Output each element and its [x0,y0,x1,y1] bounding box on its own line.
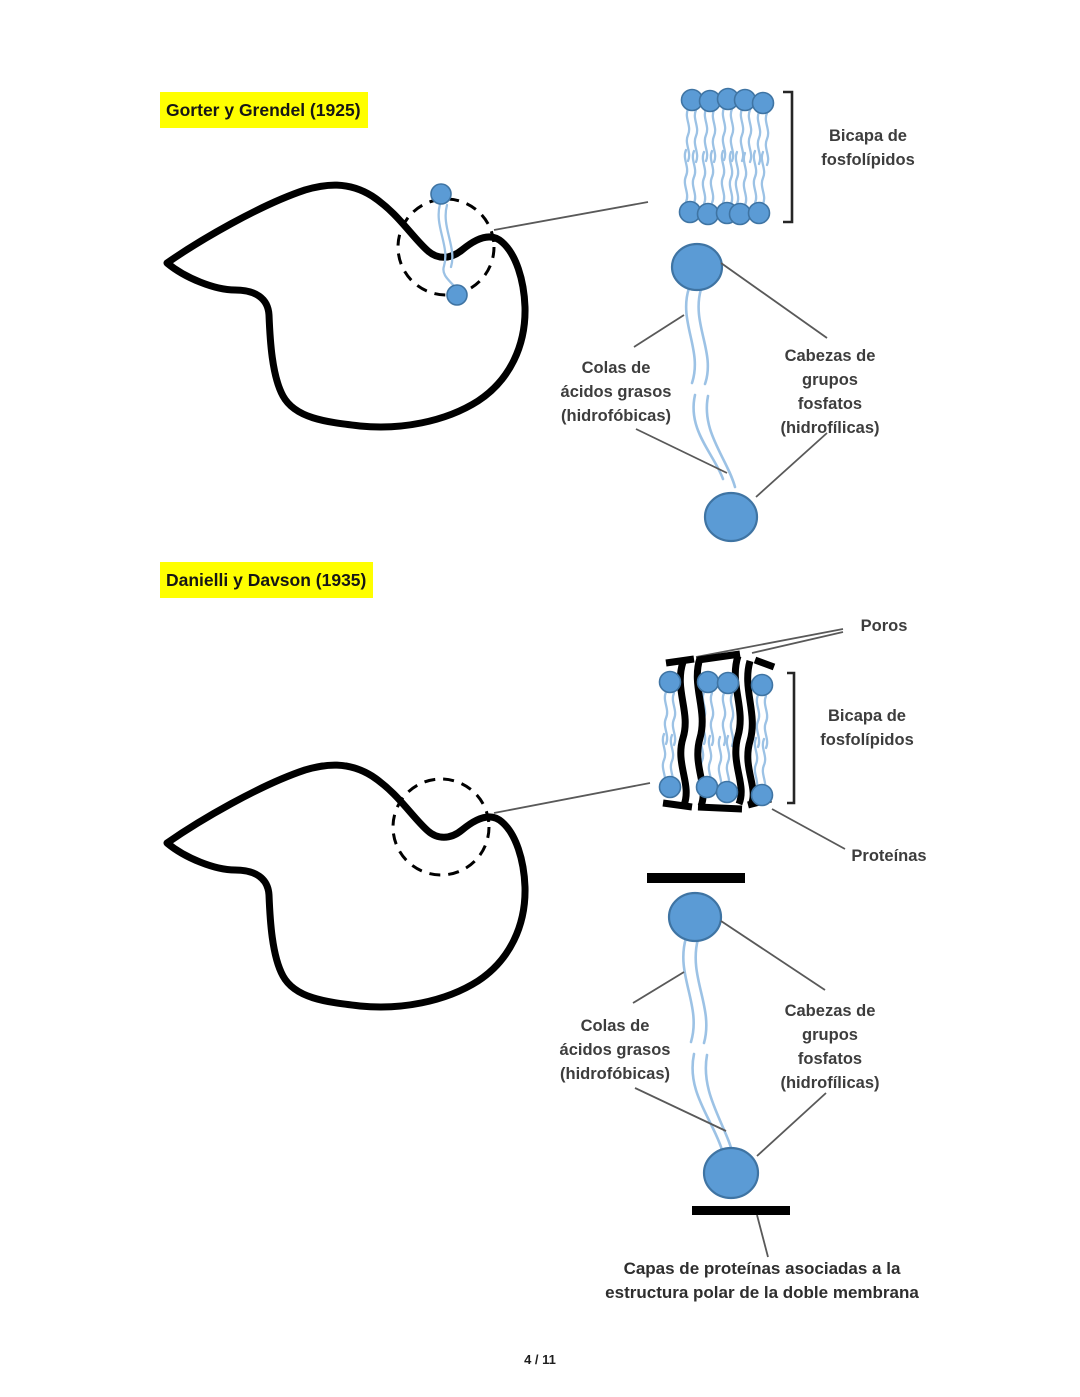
poros-label: Poros [860,617,908,635]
fatty-acid-tails-label-2: Colas de ácidos grasos (hidrofóbicas) [559,1017,671,1083]
danielli-bilayer-bracket [787,671,796,805]
gorter-zoom-connector-line [493,201,649,231]
gorter-bilayer-bracket [783,90,794,224]
section2-title: Danielli y Davson (1935) [160,562,374,598]
proteinas-pointer-line [771,808,846,850]
danielli-phospholipid-figure [667,891,760,1200]
gorter-phospholipid-figure [670,242,759,543]
gorter-bilayer-diagram [678,87,775,226]
proteins-label: Proteínas [851,847,927,865]
danielli-label-pointer-lines [632,920,827,1157]
danielli-bilayer-diagram [658,650,776,813]
gorter-cell-outline [167,185,525,427]
danielli-top-protein-bar [647,873,745,883]
phosphate-heads-label-1: Cabezas de grupos fosfatos (hidrofílicas… [780,347,880,437]
phosphate-heads-label-2: Cabezas de grupos fosfatos (hidrofílicas… [780,1002,880,1092]
bilayer-label-2: Bicapa de fosfolípidos [820,707,914,749]
caption-pointer-line [756,1214,769,1258]
danielli-zoom-connector-line [493,782,651,814]
danielli-magnifier-circle [391,777,491,877]
page-number: 4 / 11 [524,1352,556,1367]
danielli-cell-outline [167,765,525,1007]
danielli-bottom-protein-bar [692,1206,790,1215]
poros-pointer-lines [695,628,844,658]
gorter-magnifier-circle [396,183,496,306]
gorter-label-pointer-lines [633,262,828,498]
fatty-acid-tails-label-1: Colas de ácidos grasos (hidrofóbicas) [560,359,672,425]
section1-title: Gorter y Grendel (1925) [160,92,368,128]
bilayer-label-1: Bicapa de fosfolípidos [821,127,915,169]
protein-layers-caption: Capas de proteínas asociadas a la estruc… [605,1259,919,1302]
